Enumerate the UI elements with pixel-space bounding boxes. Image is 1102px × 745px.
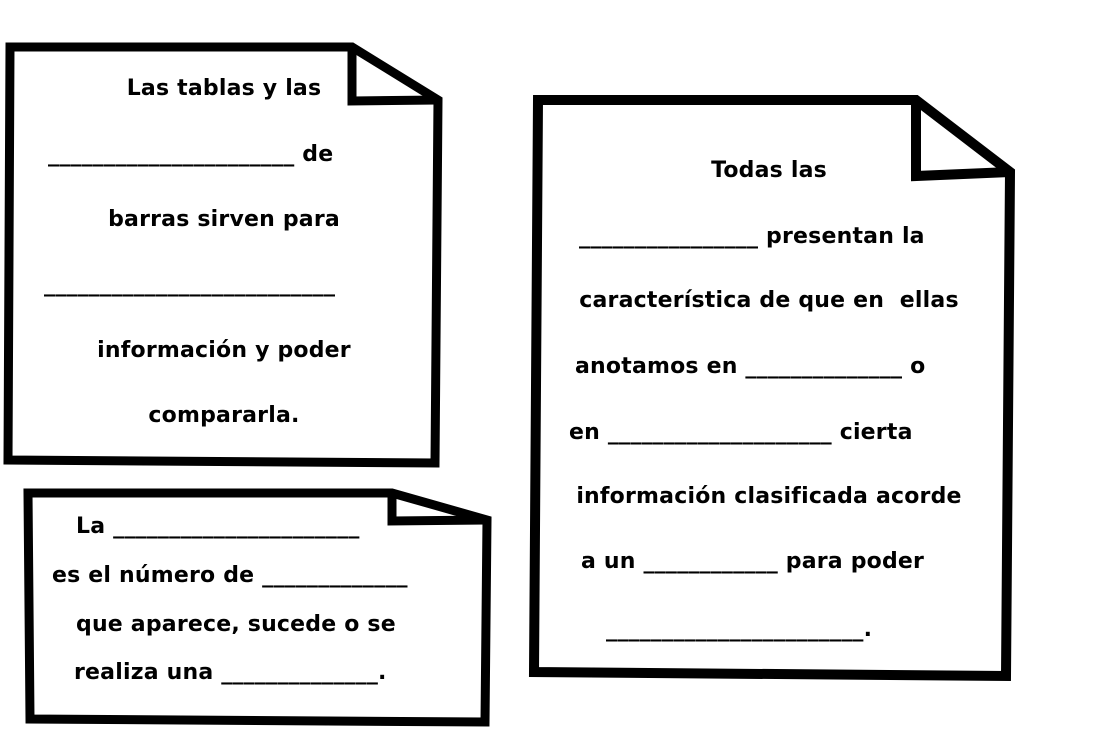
card-text-line: Todas las [711,158,827,183]
card-text-line: que aparece, sucede o se [76,612,396,637]
card-text-line: a un ____________ para poder [581,549,925,574]
card-text-line: La ______________________ [76,514,360,539]
card-tables-graphs-shape [3,42,443,468]
card-text-line: _______________________. [606,617,873,642]
card-text-line: realiza una ______________. [74,660,387,685]
card-text-line: característica de que en ellas [579,288,959,313]
card-all-tables-shape [528,95,1016,682]
card-text-line: es el número de _____________ [52,563,408,588]
card-text-line: Las tablas y las [126,76,322,101]
card-text-line: información y poder [97,338,351,363]
card-frequency-shape [23,488,492,727]
card-text-line: compararla. [148,403,300,428]
card-text-line: ______________________ de [48,142,334,167]
card-text-line: barras sirven para [108,207,340,232]
card-text-line: información clasificada acorde [576,484,962,509]
card-text-line: en ____________________ cierta [569,420,913,445]
card-text-line: __________________________ [44,272,336,297]
card-text-line: anotamos en ______________ o [575,354,926,379]
card-text-line: ________________ presentan la [579,224,925,249]
